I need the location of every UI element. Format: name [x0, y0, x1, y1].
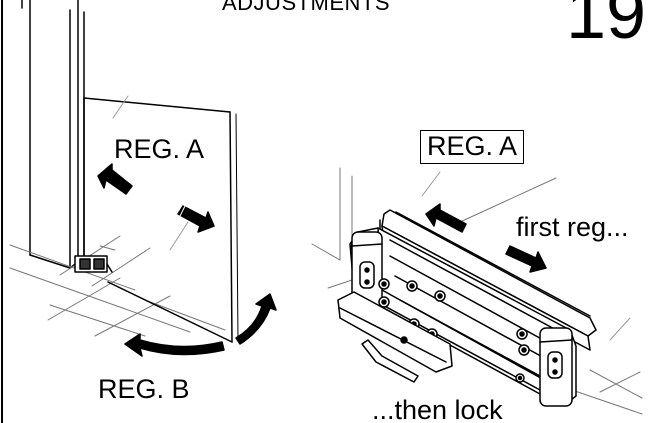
- wall-frame: [21, 0, 85, 269]
- hinge-right-cap: [539, 327, 573, 407]
- hex-key-icon: [361, 339, 419, 383]
- glass-door: [83, 95, 239, 343]
- first-reg-label: first reg...: [516, 212, 629, 242]
- hinge-closeup: [311, 167, 643, 415]
- door-scene: [9, 0, 277, 357]
- background-lines: [311, 167, 643, 415]
- arrow-icon: [505, 245, 547, 273]
- lock-bar: [337, 291, 453, 373]
- arrow-icon: [97, 163, 133, 195]
- arrow-icon: [425, 203, 467, 233]
- page-title: ADJUSTMENTS: [222, 0, 391, 15]
- curved-arrow-icon: [124, 333, 225, 357]
- reg-b-label: REG. B: [98, 374, 190, 404]
- floor-hinge: [74, 255, 113, 273]
- hinge-left-cap: [351, 231, 383, 313]
- curved-arrow-icon: [235, 293, 277, 345]
- page-number: 19: [566, 0, 647, 54]
- reg-a-label-right: REG. A: [420, 130, 525, 164]
- arrow-icon: [177, 205, 215, 233]
- then-lock-label: ...then lock: [372, 395, 503, 423]
- reg-a-label-left: REG. A: [114, 134, 205, 164]
